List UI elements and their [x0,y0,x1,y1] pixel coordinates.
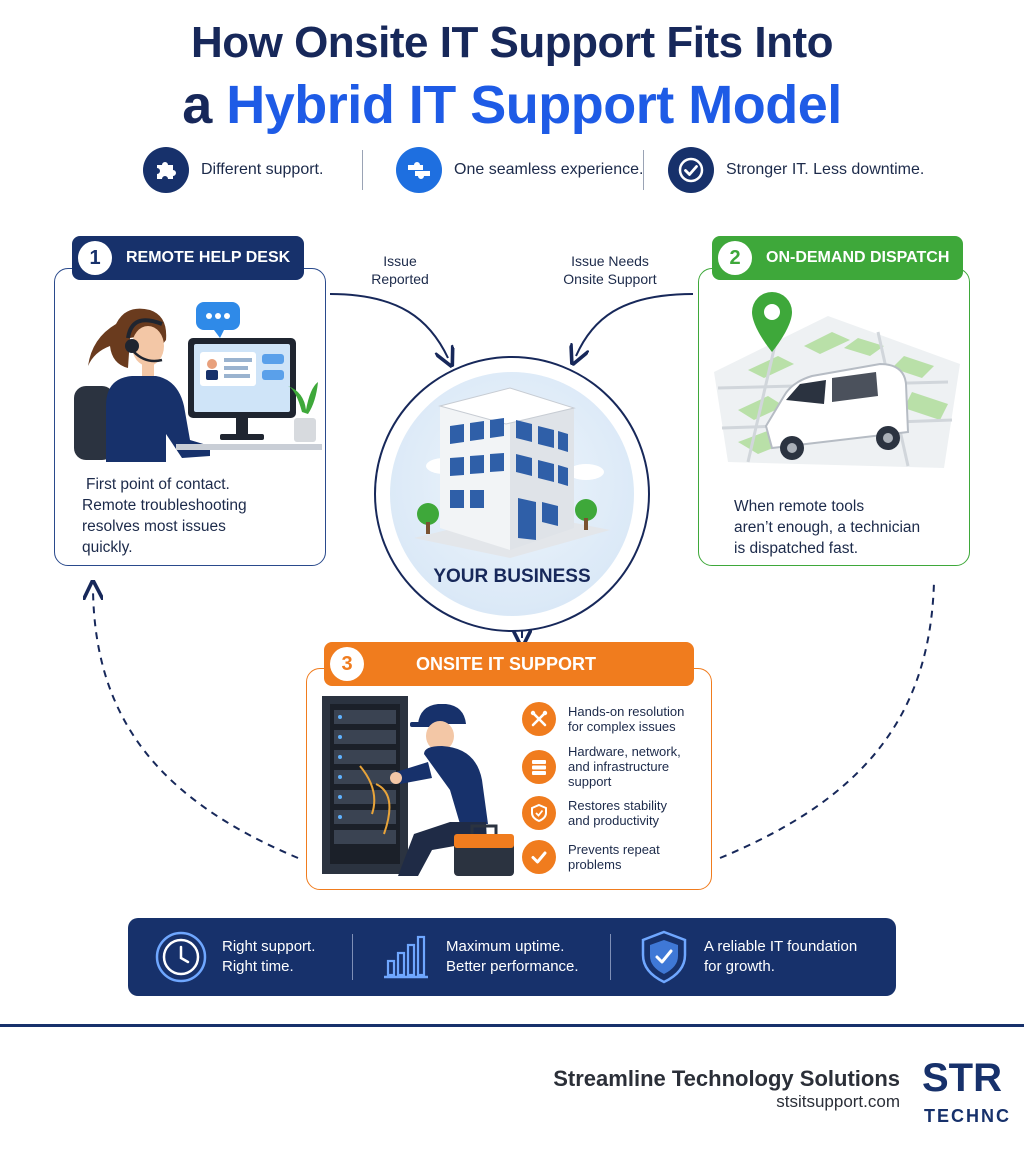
tagline-stronger-it: Stronger IT. Less downtime. [668,146,924,194]
bar-chart-icon [384,935,428,979]
your-business-label: YOUR BUSINESS [433,566,591,587]
puzzle-icon [143,147,189,193]
flow-label-needs-onsite: Issue Needs Onsite Support [563,253,657,287]
tagline-divider [643,150,644,190]
remote-help-desk-description: First point of contact. Remote troublesh… [82,476,247,556]
title-highlight: Hybrid IT Support Model [226,75,842,135]
footer-divider [0,1024,1024,1027]
on-demand-dispatch-header: 2 ON-DEMAND DISPATCH [712,236,964,280]
benefit-maximum-uptime: Maximum uptime.Better performance. [380,928,579,986]
connected-puzzle-icon [396,147,442,193]
technician-server-illustration [322,696,514,876]
check-icon [522,840,556,874]
check-circle-icon [668,147,714,193]
tagline-different-support: Different support. [143,146,323,194]
on-demand-dispatch-description: When remote tools aren’t enough, a techn… [734,498,921,557]
benefits-band: Right support.Right time. Maximum uptime… [128,918,896,996]
company-website: stsitsupport.com [776,1092,900,1111]
benefit-right-support: Right support.Right time. [154,928,315,986]
shield-icon [522,796,556,830]
clock-icon [155,931,207,983]
company-logo-top: STR [922,1056,1002,1100]
company-logo-bottom: TECHNC [924,1106,1011,1126]
band-divider [610,934,611,980]
band-divider [352,934,353,980]
tagline-divider [362,150,363,190]
onsite-it-support-header: 3 ONSITE IT SUPPORT [324,642,694,686]
server-icon [522,749,556,784]
page-title: How Onsite IT Support Fits Into [190,18,834,67]
help-desk-agent-illustration [74,302,322,462]
page-title-line2: a Hybrid IT Support Model [182,75,842,135]
tools-icon [522,702,556,736]
shield-check-icon [641,930,687,984]
tagline-seamless: One seamless experience. [396,146,643,194]
remote-help-desk-header: 1 REMOTE HELP DESK [72,236,305,280]
flow-label-issue-reported: Issue Reported [371,253,429,287]
office-building-icon [414,387,610,558]
company-name: Streamline Technology Solutions [553,1066,900,1091]
dispatch-van-map-illustration [714,292,960,468]
